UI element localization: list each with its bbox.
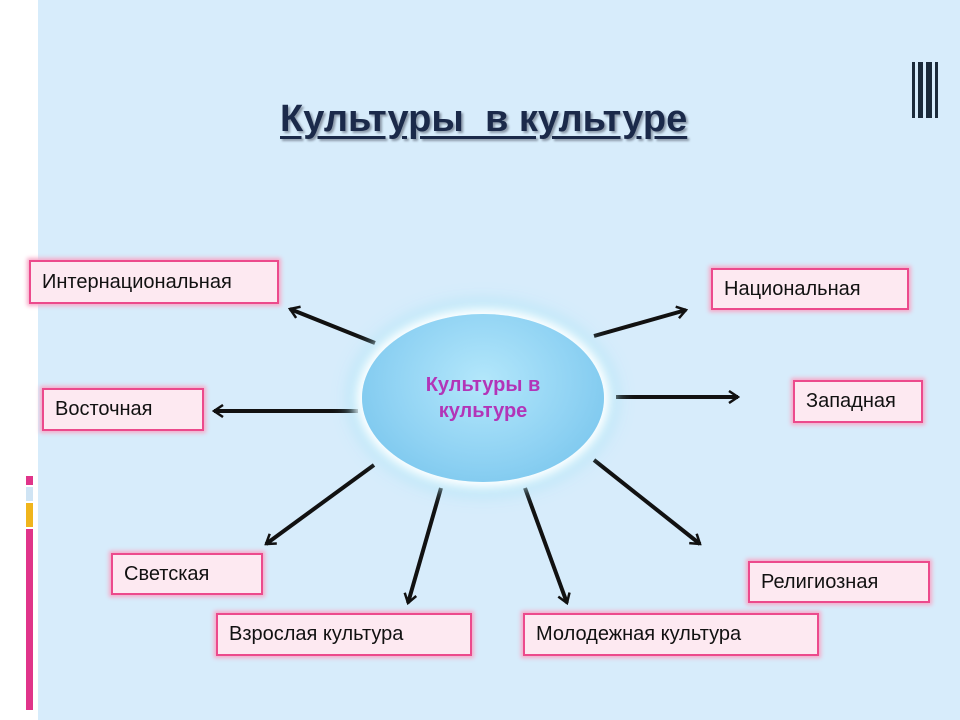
decor-stripe-pink bbox=[26, 529, 33, 710]
node-label: Религиозная bbox=[761, 570, 879, 593]
arrow-to-international bbox=[290, 309, 376, 345]
node-western: Западная bbox=[793, 380, 923, 423]
node-label: Светская bbox=[124, 562, 210, 585]
page-title: Культуры в культуре bbox=[280, 98, 688, 140]
center-ellipse: Культуры в культуре bbox=[362, 314, 604, 482]
node-label: Западная bbox=[806, 390, 896, 412]
node-label: Молодежная культура bbox=[536, 623, 742, 645]
decor-stripe-blue bbox=[26, 487, 33, 501]
arrow-to-adult bbox=[408, 487, 443, 603]
node-label: Национальная bbox=[724, 277, 861, 300]
node-religious: Религиозная bbox=[748, 561, 930, 603]
node-youth: Молодежная культура bbox=[523, 613, 819, 656]
arrow-to-national bbox=[593, 310, 686, 338]
node-label: Интернациональная bbox=[42, 270, 232, 293]
center-label: Культуры в культуре bbox=[425, 374, 541, 422]
node-secular: Светская bbox=[111, 553, 263, 595]
node-national: Национальная bbox=[711, 268, 909, 310]
node-adult: Взрослая культура bbox=[216, 613, 472, 656]
node-international: Интернациональная bbox=[29, 260, 279, 304]
arrow-to-religious bbox=[592, 458, 700, 546]
node-eastern: Восточная bbox=[42, 388, 204, 431]
arrow-to-youth bbox=[523, 487, 567, 603]
node-label: Восточная bbox=[55, 398, 153, 420]
arrow-to-secular bbox=[266, 463, 376, 546]
node-label: Взрослая культура bbox=[229, 623, 404, 645]
decor-stripe-pink-top bbox=[26, 476, 33, 485]
decor-stripe-yellow bbox=[26, 503, 33, 527]
